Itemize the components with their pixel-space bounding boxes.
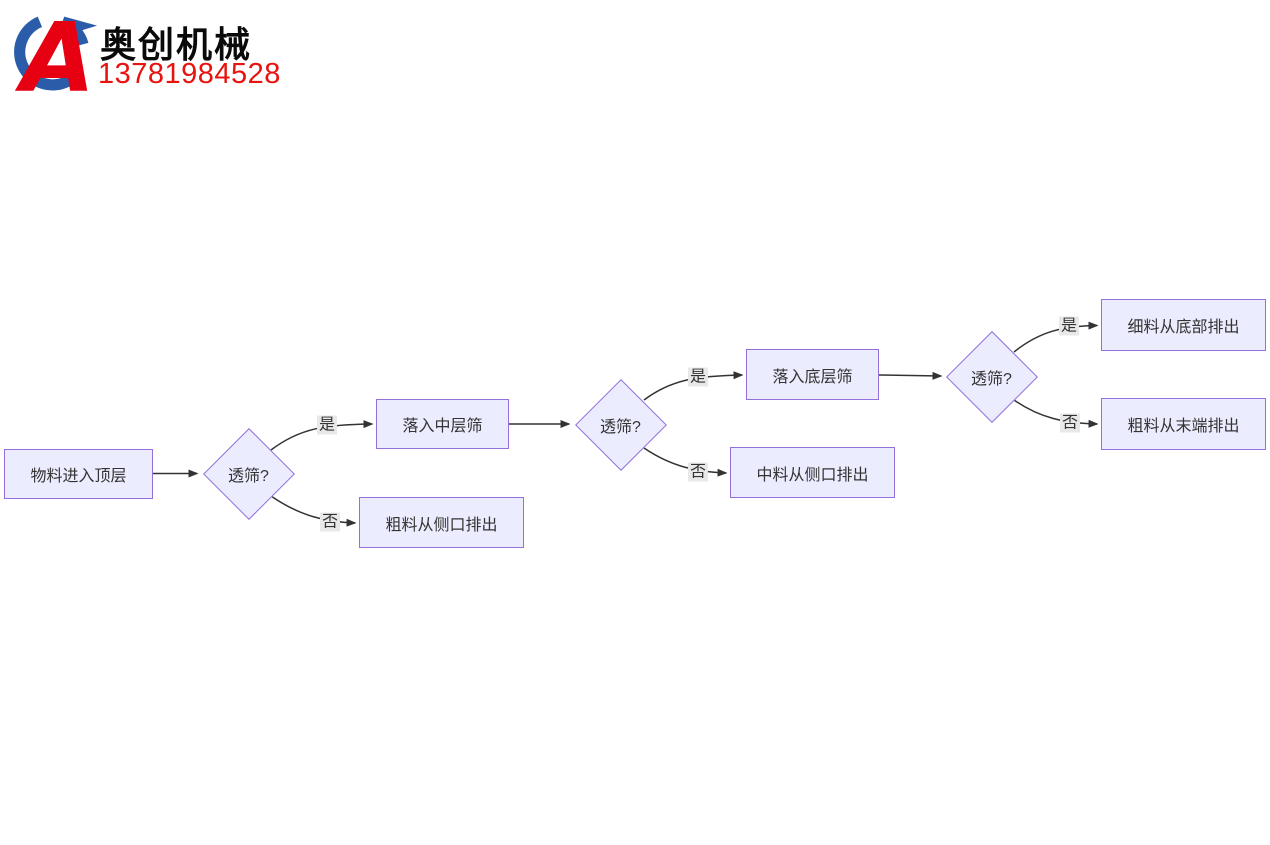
node-sieve-3: 透筛? bbox=[945, 330, 1038, 423]
edge-label-yes-1: 是 bbox=[316, 415, 338, 435]
company-logo: A bbox=[14, 4, 98, 94]
logo-flag-icon bbox=[66, 17, 98, 34]
edge-label-no-2: 否 bbox=[687, 462, 709, 482]
logo-letter-a: A bbox=[14, 4, 95, 94]
node-coarse-end-out: 粗料从末端排出 bbox=[1101, 398, 1266, 450]
edge-bottom-to-sieve3 bbox=[878, 371, 943, 380]
company-name: 奥创机械 bbox=[100, 24, 253, 65]
edge-label-no-3: 否 bbox=[1059, 413, 1081, 433]
node-coarse-side-out: 粗料从侧口排出 bbox=[359, 497, 524, 548]
edge-label-no-1: 否 bbox=[319, 512, 341, 532]
phone-number: 13781984528 bbox=[98, 58, 281, 90]
node-fall-middle: 落入中层筛 bbox=[376, 399, 509, 449]
diamond-label: 透筛? bbox=[971, 370, 1012, 388]
node-sieve-1: 透筛? bbox=[202, 427, 295, 520]
node-material-enter-top: 物料进入顶层 bbox=[4, 449, 153, 499]
edge-label-yes-2: 是 bbox=[687, 367, 709, 387]
node-sieve-2: 透筛? bbox=[574, 378, 667, 471]
logo-ring-arc-icon bbox=[14, 16, 73, 91]
edge-label-yes-3: 是 bbox=[1058, 316, 1080, 336]
node-fine-bottom-out: 细料从底部排出 bbox=[1101, 299, 1266, 351]
node-fall-bottom: 落入底层筛 bbox=[746, 349, 879, 400]
diamond-label: 透筛? bbox=[600, 418, 641, 436]
node-medium-side-out: 中料从侧口排出 bbox=[730, 447, 895, 498]
diamond-label: 透筛? bbox=[228, 467, 269, 485]
